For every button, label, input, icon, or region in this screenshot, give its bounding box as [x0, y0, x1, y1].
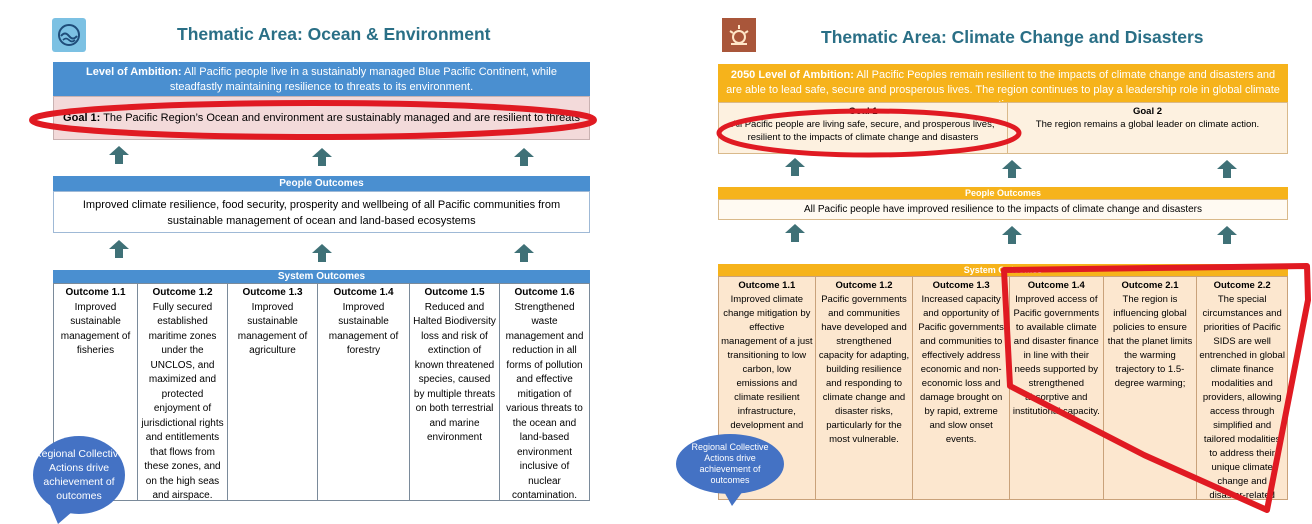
goal-title: Goal 2 — [1132, 106, 1163, 117]
up-arrow-icon — [1002, 226, 1022, 244]
climate-disasters-panel: Thematic Area: Climate Change and Disast… — [676, 0, 1312, 524]
outcome-text: Increased capacity and opportunity of Pa… — [918, 294, 1004, 445]
outcome-title: Outcome 1.3 — [242, 287, 303, 298]
up-arrow-icon — [312, 148, 332, 166]
up-arrow-icon — [109, 240, 129, 258]
people-outcomes-text: All Pacific people have improved resilie… — [718, 199, 1288, 220]
outcome-title: Outcome 1.4 — [333, 287, 394, 298]
goals-row: Goal 1 All Pacific people are living safe… — [718, 102, 1288, 154]
ambition-label: Level of Ambition: — [86, 66, 182, 78]
level-of-ambition: 2050 Level of Ambition: All Pacific Peop… — [718, 64, 1288, 111]
outcome-text: The special circumstances and priorities… — [1199, 294, 1285, 499]
outcome-title: Outcome 1.6 — [514, 287, 575, 298]
outcome-text: Improved access of Pacific governments t… — [1012, 294, 1100, 417]
goal-1-box: Goal 1 All Pacific people are living safe… — [719, 103, 1008, 153]
ambition-label: 2050 Level of Ambition: — [730, 69, 854, 81]
outcome-text: Strengthened waste management and reduct… — [505, 301, 584, 501]
system-outcomes-header: System Outcomes — [53, 270, 590, 283]
people-outcomes-text: Improved climate resilience, food securi… — [53, 191, 590, 233]
outcome-title: Outcome 1.2 — [152, 287, 213, 298]
page-title: Thematic Area: Climate Change and Disast… — [821, 27, 1204, 47]
level-of-ambition: Level of Ambition: All Pacific people li… — [53, 62, 590, 96]
outcome-title: Outcome 1.4 — [1027, 280, 1085, 291]
sun-weather-icon — [722, 18, 756, 52]
outcome-text: Improved sustainable management of fores… — [328, 301, 399, 357]
outcome-title: Outcome 2.2 — [1213, 280, 1271, 291]
ocean-wave-icon — [52, 18, 86, 52]
outcome-text: Improved sustainable management of agric… — [237, 301, 308, 357]
outcome-text: Fully secured established maritime zones… — [141, 301, 224, 501]
system-outcomes-header: System Outcomes — [718, 264, 1288, 276]
goal-text: All Pacific people are living safe, secu… — [731, 119, 995, 143]
outcome-text: Improved climate change mitigation by ef… — [721, 294, 813, 431]
up-arrow-icon — [785, 224, 805, 242]
up-arrow-icon — [109, 146, 129, 164]
outcome-title: Outcome 1.2 — [835, 280, 893, 291]
page-title: Thematic Area: Ocean & Environment — [177, 24, 491, 44]
up-arrow-icon — [514, 148, 534, 166]
ambition-text: All Pacific people live in a sustainably… — [169, 66, 557, 93]
up-arrow-icon — [1002, 160, 1022, 178]
outcome-title: Outcome 1.1 — [738, 280, 796, 291]
up-arrow-icon — [312, 244, 332, 262]
outcome-text: Improved sustainable management of fishe… — [60, 301, 131, 357]
outcome-text: Pacific governments and communities have… — [818, 294, 910, 445]
outcome-text: The region is influencing global policie… — [1107, 294, 1193, 389]
up-arrow-icon — [1217, 160, 1237, 178]
outcome-title: Outcome 1.1 — [65, 287, 126, 298]
outcome-text: Reduced and Halted Biodiversity loss and… — [413, 301, 496, 444]
goal-box: Goal 1: The Pacific Region’s Ocean and e… — [53, 96, 590, 140]
regional-actions-bubble: Regional Collective Actions drive achiev… — [33, 436, 125, 514]
goal-title: Goal 1 — [848, 106, 878, 117]
outcome-title: Outcome 1.5 — [424, 287, 485, 298]
outcome-title: Outcome 1.3 — [932, 280, 990, 291]
up-arrow-icon — [785, 158, 805, 176]
up-arrow-icon — [1217, 226, 1237, 244]
regional-actions-bubble: Regional Collective Actions drive achiev… — [676, 434, 784, 494]
goal-text: The Pacific Region’s Ocean and environme… — [100, 112, 580, 124]
up-arrow-icon — [514, 244, 534, 262]
outcome-title: Outcome 2.1 — [1121, 280, 1179, 291]
goal-2-box: Goal 2 The region remains a global leader… — [1008, 103, 1287, 153]
ocean-environment-panel: Thematic Area: Ocean & Environment Level… — [0, 0, 600, 524]
goal-text: The region remains a global leader on cl… — [1035, 119, 1260, 130]
people-outcomes-header: People Outcomes — [718, 187, 1288, 199]
people-outcomes-header: People Outcomes — [53, 176, 590, 191]
goal-label: Goal 1: — [63, 112, 101, 124]
